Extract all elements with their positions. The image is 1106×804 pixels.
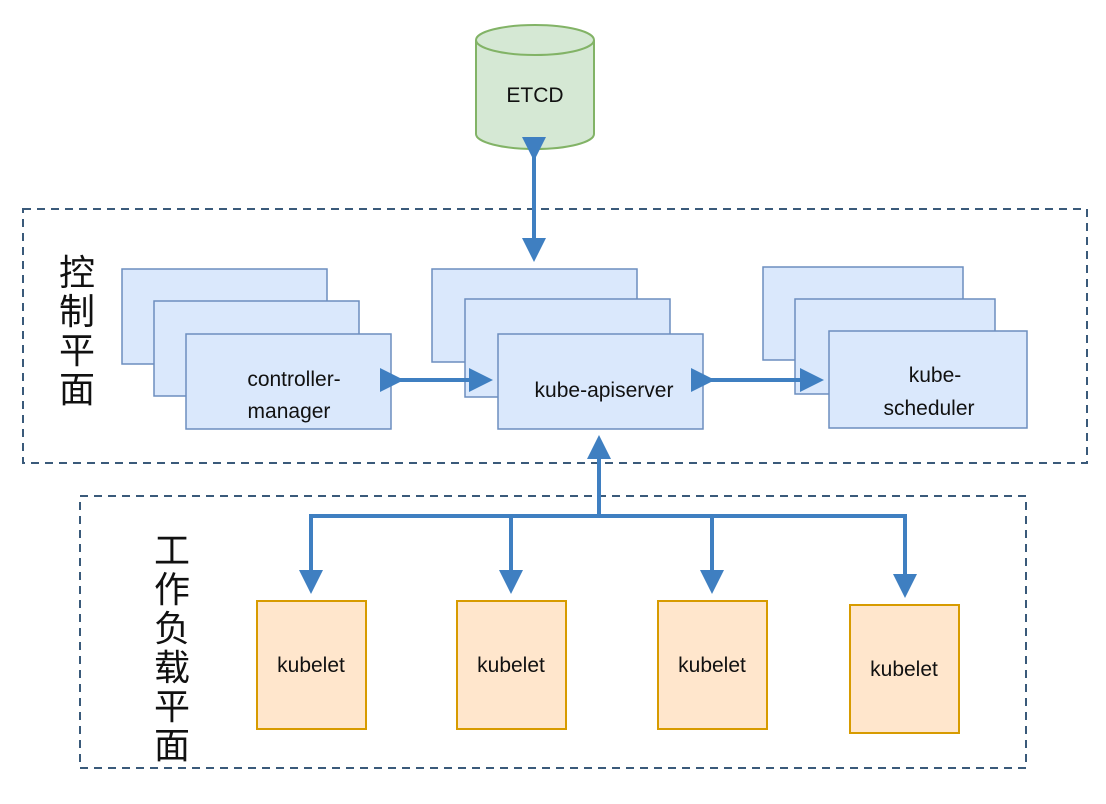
control-plane-label: 控 制 平 面: [59, 253, 95, 411]
kube-apiserver-label: kube-apiserver: [535, 379, 674, 402]
controller-manager-box: [185, 333, 392, 430]
workload-plane-label: 工 作 负 载 平 面: [154, 531, 190, 767]
kubelet-node[interactable]: kubelet: [849, 604, 960, 734]
kubelet-node[interactable]: kubelet: [657, 600, 768, 730]
workload-plane-label-char: 作: [154, 570, 190, 611]
workload-plane-label-char: 载: [154, 648, 190, 689]
kube-scheduler-box: [828, 330, 1028, 429]
controller-manager-label-line1: controller-: [247, 368, 340, 391]
etcd-database[interactable]: ETCD: [475, 24, 595, 150]
kubelet-node[interactable]: kubelet: [256, 600, 367, 730]
etcd-cylinder-top: [475, 24, 595, 56]
kubelet-node[interactable]: kubelet: [456, 600, 567, 730]
kubelet-label: kubelet: [477, 654, 545, 677]
control-plane-label-char: 控: [59, 253, 95, 294]
kube-scheduler-label-line1: kube-: [909, 364, 962, 387]
kubelet-box: [657, 600, 768, 730]
kubelet-box: [456, 600, 567, 730]
kube-apiserver-box: [497, 333, 704, 430]
workload-plane-label-char: 负: [154, 609, 190, 650]
workload-plane-label-char: 工: [154, 531, 190, 572]
etcd-label: ETCD: [506, 84, 563, 107]
kubelet-box: [849, 604, 960, 734]
workload-plane-label-char: 面: [154, 726, 190, 767]
kubelet-label: kubelet: [870, 658, 938, 681]
workload-plane-label-char: 平: [154, 687, 190, 728]
control-plane-label-char: 制: [59, 292, 95, 333]
kubelet-label: kubelet: [277, 654, 345, 677]
control-plane-label-char: 平: [59, 331, 95, 372]
kubelet-box: [256, 600, 367, 730]
control-plane-container: [22, 208, 1088, 464]
kube-apiserver-stack[interactable]: kube-apiserver: [431, 268, 704, 430]
kube-scheduler-label-line2: scheduler: [883, 397, 974, 420]
kube-scheduler-stack[interactable]: kube- scheduler: [762, 266, 1028, 429]
kubelet-label: kubelet: [678, 654, 746, 677]
connectors: [299, 137, 917, 598]
control-plane-label-char: 面: [59, 370, 95, 411]
workload-plane-container: [79, 495, 1027, 769]
controller-manager-label-line2: manager: [248, 400, 331, 423]
controller-manager-stack[interactable]: controller- manager: [121, 268, 392, 430]
